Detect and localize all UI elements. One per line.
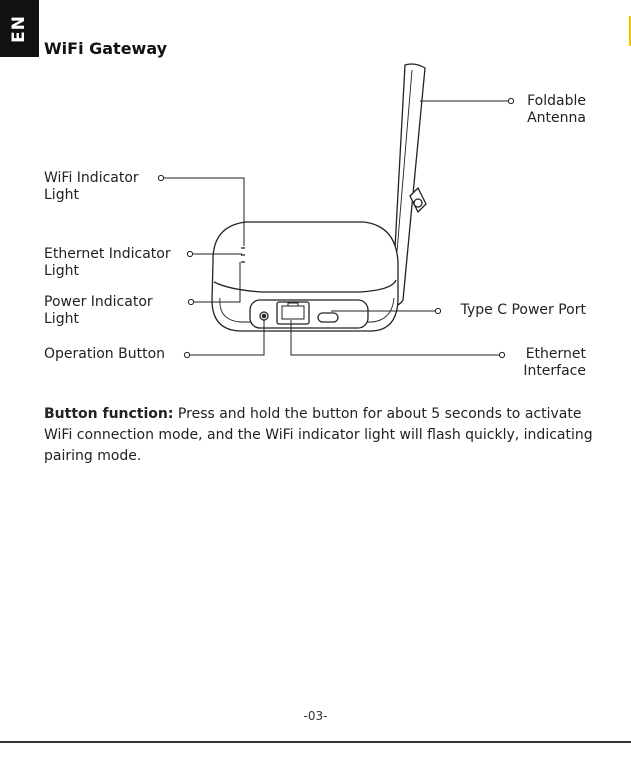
power-indicator-label: Power Indicator Light [44, 294, 153, 327]
ethernet-indicator-label: Ethernet Indicator Light [44, 246, 171, 279]
callout-lines [164, 100, 508, 356]
ethernet-interface-label: Ethernet Interface [523, 346, 586, 379]
type-c-port-label: Type C Power Port [460, 302, 586, 318]
page-title: WiFi Gateway [44, 39, 168, 58]
antenna-illustration [391, 63, 427, 306]
button-function-heading: Button function: [44, 406, 174, 422]
callout-end-dots [157, 97, 515, 359]
button-function-description: Button function: Press and hold the butt… [44, 404, 604, 467]
button-function-text: Press and hold the button for about 5 se… [44, 406, 593, 464]
operation-button-label: Operation Button [44, 346, 166, 362]
language-tab: EN [0, 0, 39, 57]
footer-divider [0, 741, 631, 743]
device-illustration [211, 221, 399, 332]
page-edge-marker [629, 16, 631, 46]
foldable-antenna-label: Foldable Antenna [527, 93, 586, 126]
page-number: -03- [303, 709, 328, 723]
wifi-indicator-label: WiFi Indicator Light [44, 170, 139, 203]
